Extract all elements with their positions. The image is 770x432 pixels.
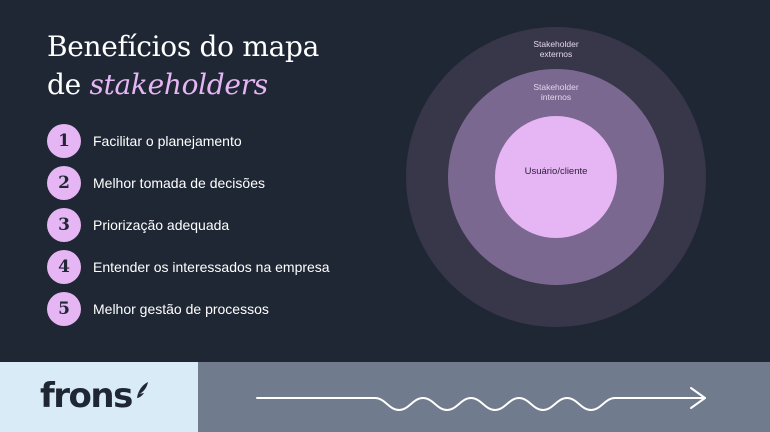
ring-label-middle-line2: internos <box>540 92 572 102</box>
benefit-number-badge: 4 <box>47 250 81 284</box>
ring-label-middle-line1: Stakeholder <box>533 82 579 92</box>
logo-text: frons <box>40 376 133 416</box>
title-line-2-accent: stakeholders <box>89 68 269 101</box>
slide-title: Benefícios do mapa de stakeholders <box>47 28 319 104</box>
ring-label-outer-line1: Stakeholder <box>533 39 579 49</box>
ring-label-inner: Usuário/cliente <box>524 166 588 177</box>
benefit-label: Facilitar o planejamento <box>93 133 242 149</box>
ring-label-middle: Stakeholder internos <box>496 82 616 102</box>
benefit-number-badge: 2 <box>47 166 81 200</box>
ring-label-outer-line2: externos <box>539 49 573 59</box>
ring-inner <box>495 116 617 238</box>
benefit-label: Melhor gestão de processos <box>93 301 269 317</box>
title-line-1: Benefícios do mapa <box>47 30 319 63</box>
wavy-arrow-right-icon <box>256 387 706 412</box>
stakeholder-diagram: Stakeholder externos Stakeholder interno… <box>406 27 706 327</box>
slide-main: Benefícios do mapa de stakeholders 1 Fac… <box>47 27 706 334</box>
ring-label-outer: Stakeholder externos <box>496 39 616 59</box>
benefit-item-1: 1 Facilitar o planejamento <box>47 124 330 158</box>
benefit-item-2: 2 Melhor tomada de decisões <box>47 166 330 200</box>
frons-logo: frons <box>40 376 149 416</box>
footer-logo-panel: frons <box>0 362 198 432</box>
footer-arrow-panel <box>198 362 770 432</box>
benefit-number-badge: 1 <box>47 124 81 158</box>
benefit-label: Priorização adequada <box>93 217 230 233</box>
benefit-item-3: 3 Priorização adequada <box>47 208 330 242</box>
benefit-label: Melhor tomada de decisões <box>93 175 265 191</box>
benefits-list: 1 Facilitar o planejamento 2 Melhor toma… <box>47 124 330 334</box>
benefit-label: Entender os interessados na empresa <box>93 259 330 275</box>
frons-leaf-icon <box>136 382 148 398</box>
benefit-number-badge: 5 <box>47 292 81 326</box>
benefit-item-5: 5 Melhor gestão de processos <box>47 292 330 326</box>
benefit-item-4: 4 Entender os interessados na empresa <box>47 250 330 284</box>
title-line-2-prefix: de <box>47 68 90 101</box>
benefit-number-badge: 3 <box>47 208 81 242</box>
